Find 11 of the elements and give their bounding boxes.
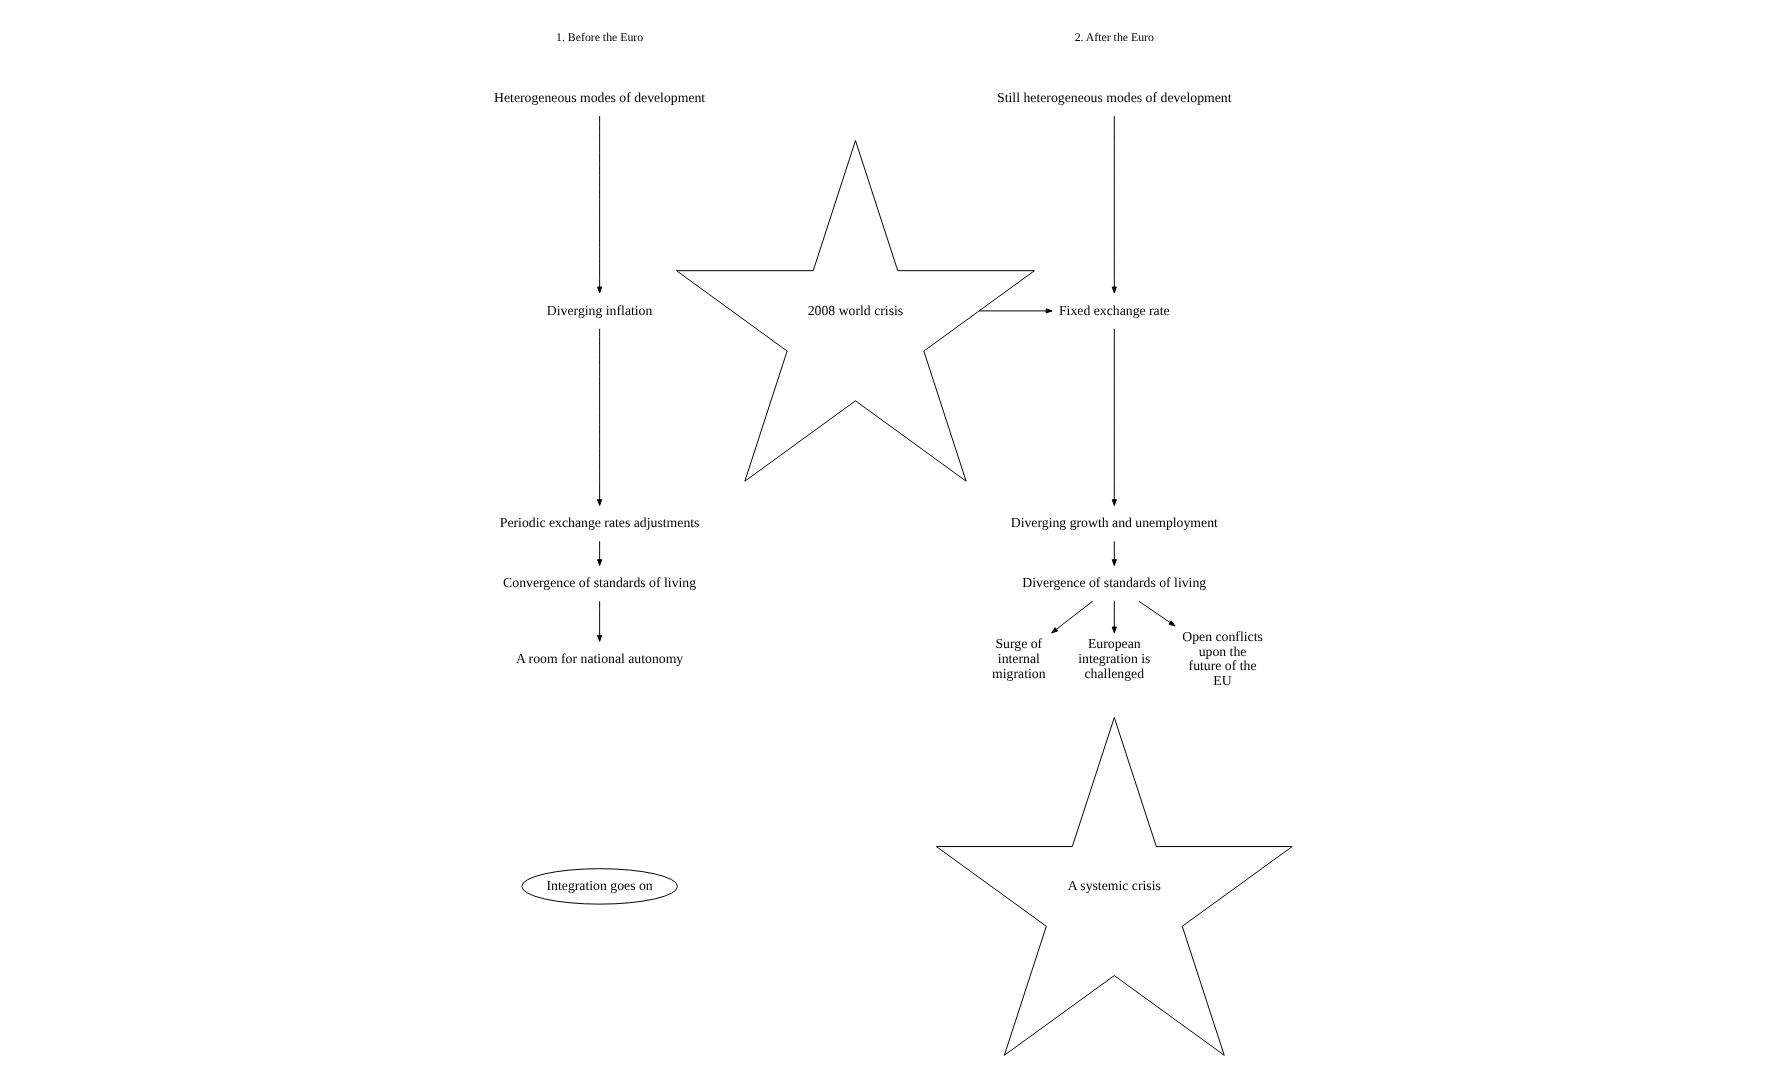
- arrow: [596, 115, 602, 294]
- arrow: [1137, 600, 1175, 627]
- arrow: [596, 540, 602, 567]
- arrow: [596, 600, 602, 642]
- arrow: [977, 308, 1052, 314]
- arrow: [1050, 600, 1093, 634]
- arrow: [596, 328, 602, 507]
- arrow: [1110, 115, 1116, 294]
- arrow: [1110, 328, 1116, 507]
- arrow: [1110, 540, 1116, 567]
- arrow: [1110, 600, 1116, 634]
